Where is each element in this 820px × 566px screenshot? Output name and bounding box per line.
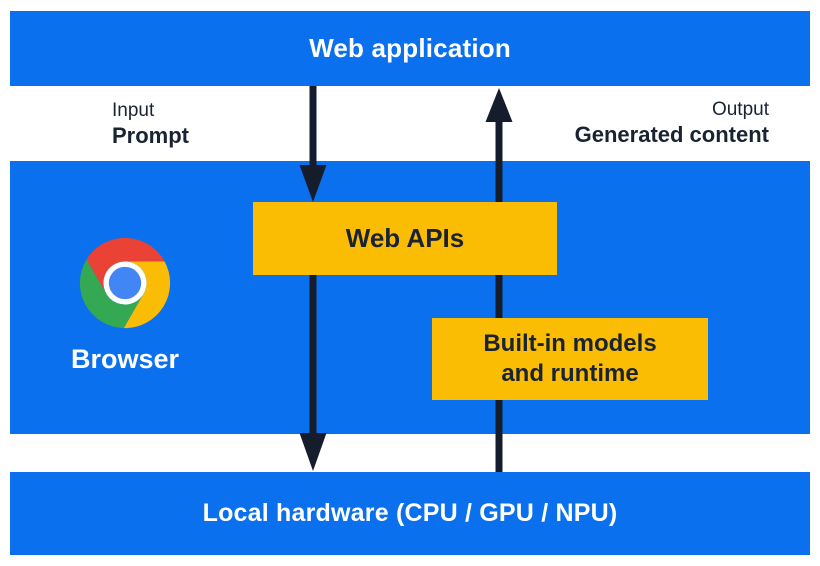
- local-hardware-bar: Local hardware (CPU / GPU / NPU): [10, 472, 810, 555]
- builtin-models-label-line1: Built-in models: [483, 330, 657, 357]
- web-application-label: Web application: [309, 33, 511, 63]
- browser-label: Browser: [70, 344, 180, 374]
- builtin-models-label-line2: and runtime: [501, 360, 639, 387]
- builtin-models-box: Built-in models and runtime: [432, 318, 708, 400]
- web-application-bar: Web application: [10, 11, 810, 86]
- output-value-generated-content: Generated content: [574, 122, 769, 147]
- web-apis-box: Web APIs: [253, 202, 557, 275]
- web-apis-label: Web APIs: [345, 223, 465, 253]
- input-label-group: Input Prompt: [112, 99, 189, 150]
- output-label-group: Output Generated content: [575, 98, 769, 149]
- input-value-prompt: Prompt: [112, 123, 189, 148]
- chrome-logo-icon: [79, 237, 171, 329]
- local-hardware-label: Local hardware (CPU / GPU / NPU): [202, 499, 618, 527]
- output-caption: Output: [711, 99, 769, 120]
- input-caption: Input: [112, 100, 155, 121]
